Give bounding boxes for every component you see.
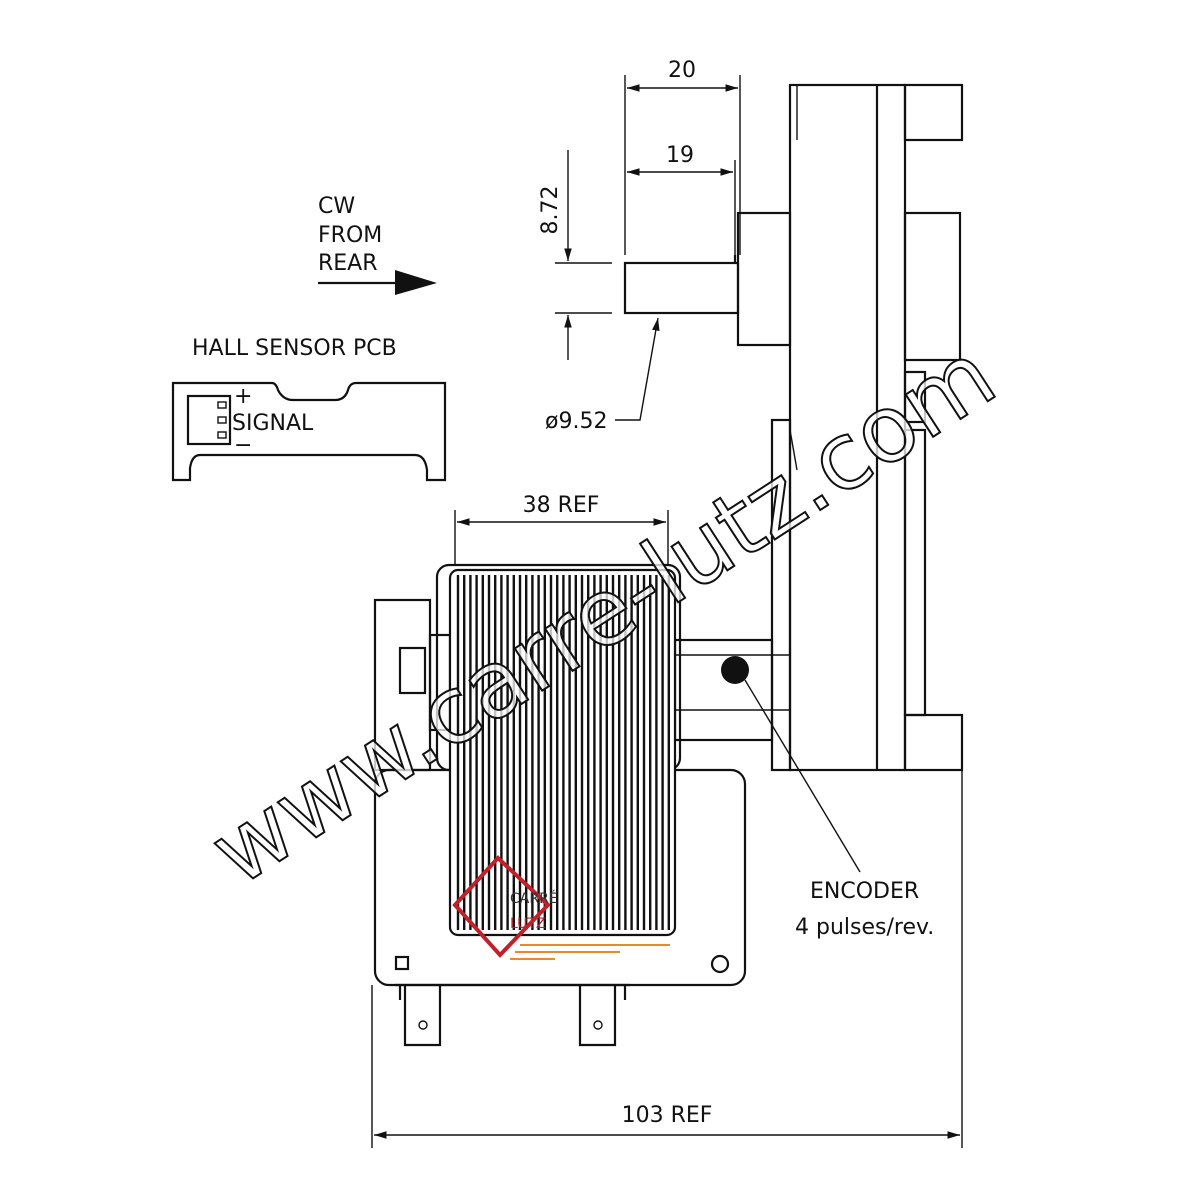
rotation-note: CW FROM REAR <box>318 194 437 295</box>
dimension-38: 38 REF <box>454 493 669 565</box>
output-shaft <box>623 211 792 347</box>
dimension-103-label: 103 REF <box>622 1103 713 1128</box>
carre-lutz-logo: CARRÉ LUTZ <box>452 855 670 960</box>
dimension-20: 20 <box>624 58 741 255</box>
rotation-line1: CW <box>318 194 355 219</box>
dimension-20-label: 20 <box>668 58 696 83</box>
diameter-callout: ø9.52 <box>545 317 660 434</box>
lamination-stripes <box>456 575 670 930</box>
signal-label: SIGNAL <box>232 411 314 436</box>
arrow-right-icon <box>395 270 437 295</box>
encoder: ENCODER 4 pulses/rev. <box>721 656 934 940</box>
logo-line2: LUTZ <box>510 916 546 932</box>
dimension-8-72: 8.72 <box>538 150 612 360</box>
logo-line1: CARRÉ <box>510 890 558 907</box>
hall-sensor-title: HALL SENSOR PCB <box>192 336 397 361</box>
rotation-line3: REAR <box>318 251 378 276</box>
hall-sensor-pcb: HALL SENSOR PCB + SIGNAL − <box>171 336 447 482</box>
diameter-label: ø9.52 <box>545 409 607 434</box>
dimension-38-label: 38 REF <box>523 493 600 518</box>
plus-label: + <box>234 384 252 409</box>
dimension-19-label: 19 <box>666 143 694 168</box>
encoder-spec: 4 pulses/rev. <box>795 915 934 940</box>
dimension-8-72-label: 8.72 <box>538 186 563 235</box>
gearbox <box>770 83 964 772</box>
rotation-line2: FROM <box>318 223 382 248</box>
dimension-103: 103 REF <box>371 770 963 1148</box>
dimension-19: 19 <box>627 143 736 255</box>
minus-label: − <box>234 433 252 458</box>
encoder-label: ENCODER <box>810 879 919 904</box>
motor <box>373 563 790 1047</box>
